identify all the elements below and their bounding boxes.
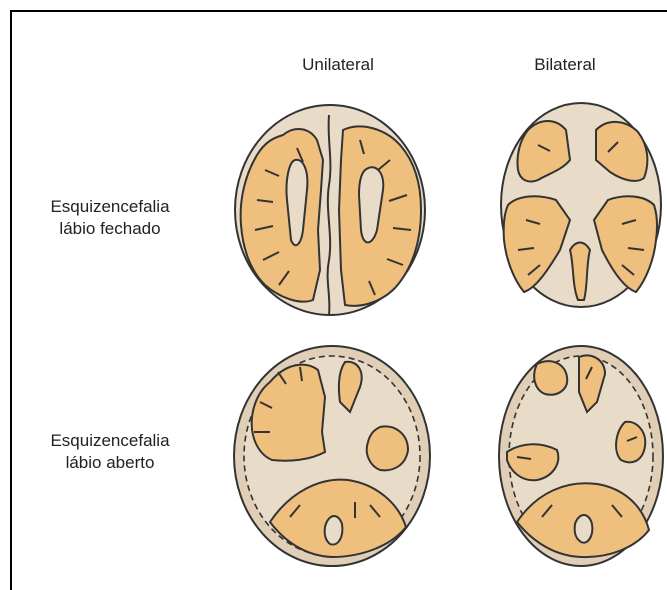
row-label-closed-lip-line2: lábio fechado — [20, 218, 200, 240]
column-label-bilateral: Bilateral — [485, 55, 645, 75]
column-label-unilateral: Unilateral — [258, 55, 418, 75]
brain-unilateral-open-lip — [230, 342, 435, 570]
frame-top-border — [10, 10, 667, 12]
row-label-closed-lip-line1: Esquizencefalia — [20, 196, 200, 218]
frame-left-border — [10, 10, 12, 590]
row-label-closed-lip: Esquizencefalia lábio fechado — [20, 196, 200, 240]
brain-unilateral-closed-lip — [225, 100, 435, 320]
row-label-open-lip: Esquizencefalia lábio aberto — [20, 430, 200, 474]
row-label-open-lip-line1: Esquizencefalia — [20, 430, 200, 452]
row-label-open-lip-line2: lábio aberto — [20, 452, 200, 474]
brain-bilateral-open-lip — [497, 342, 667, 570]
brain-bilateral-closed-lip — [498, 100, 667, 310]
